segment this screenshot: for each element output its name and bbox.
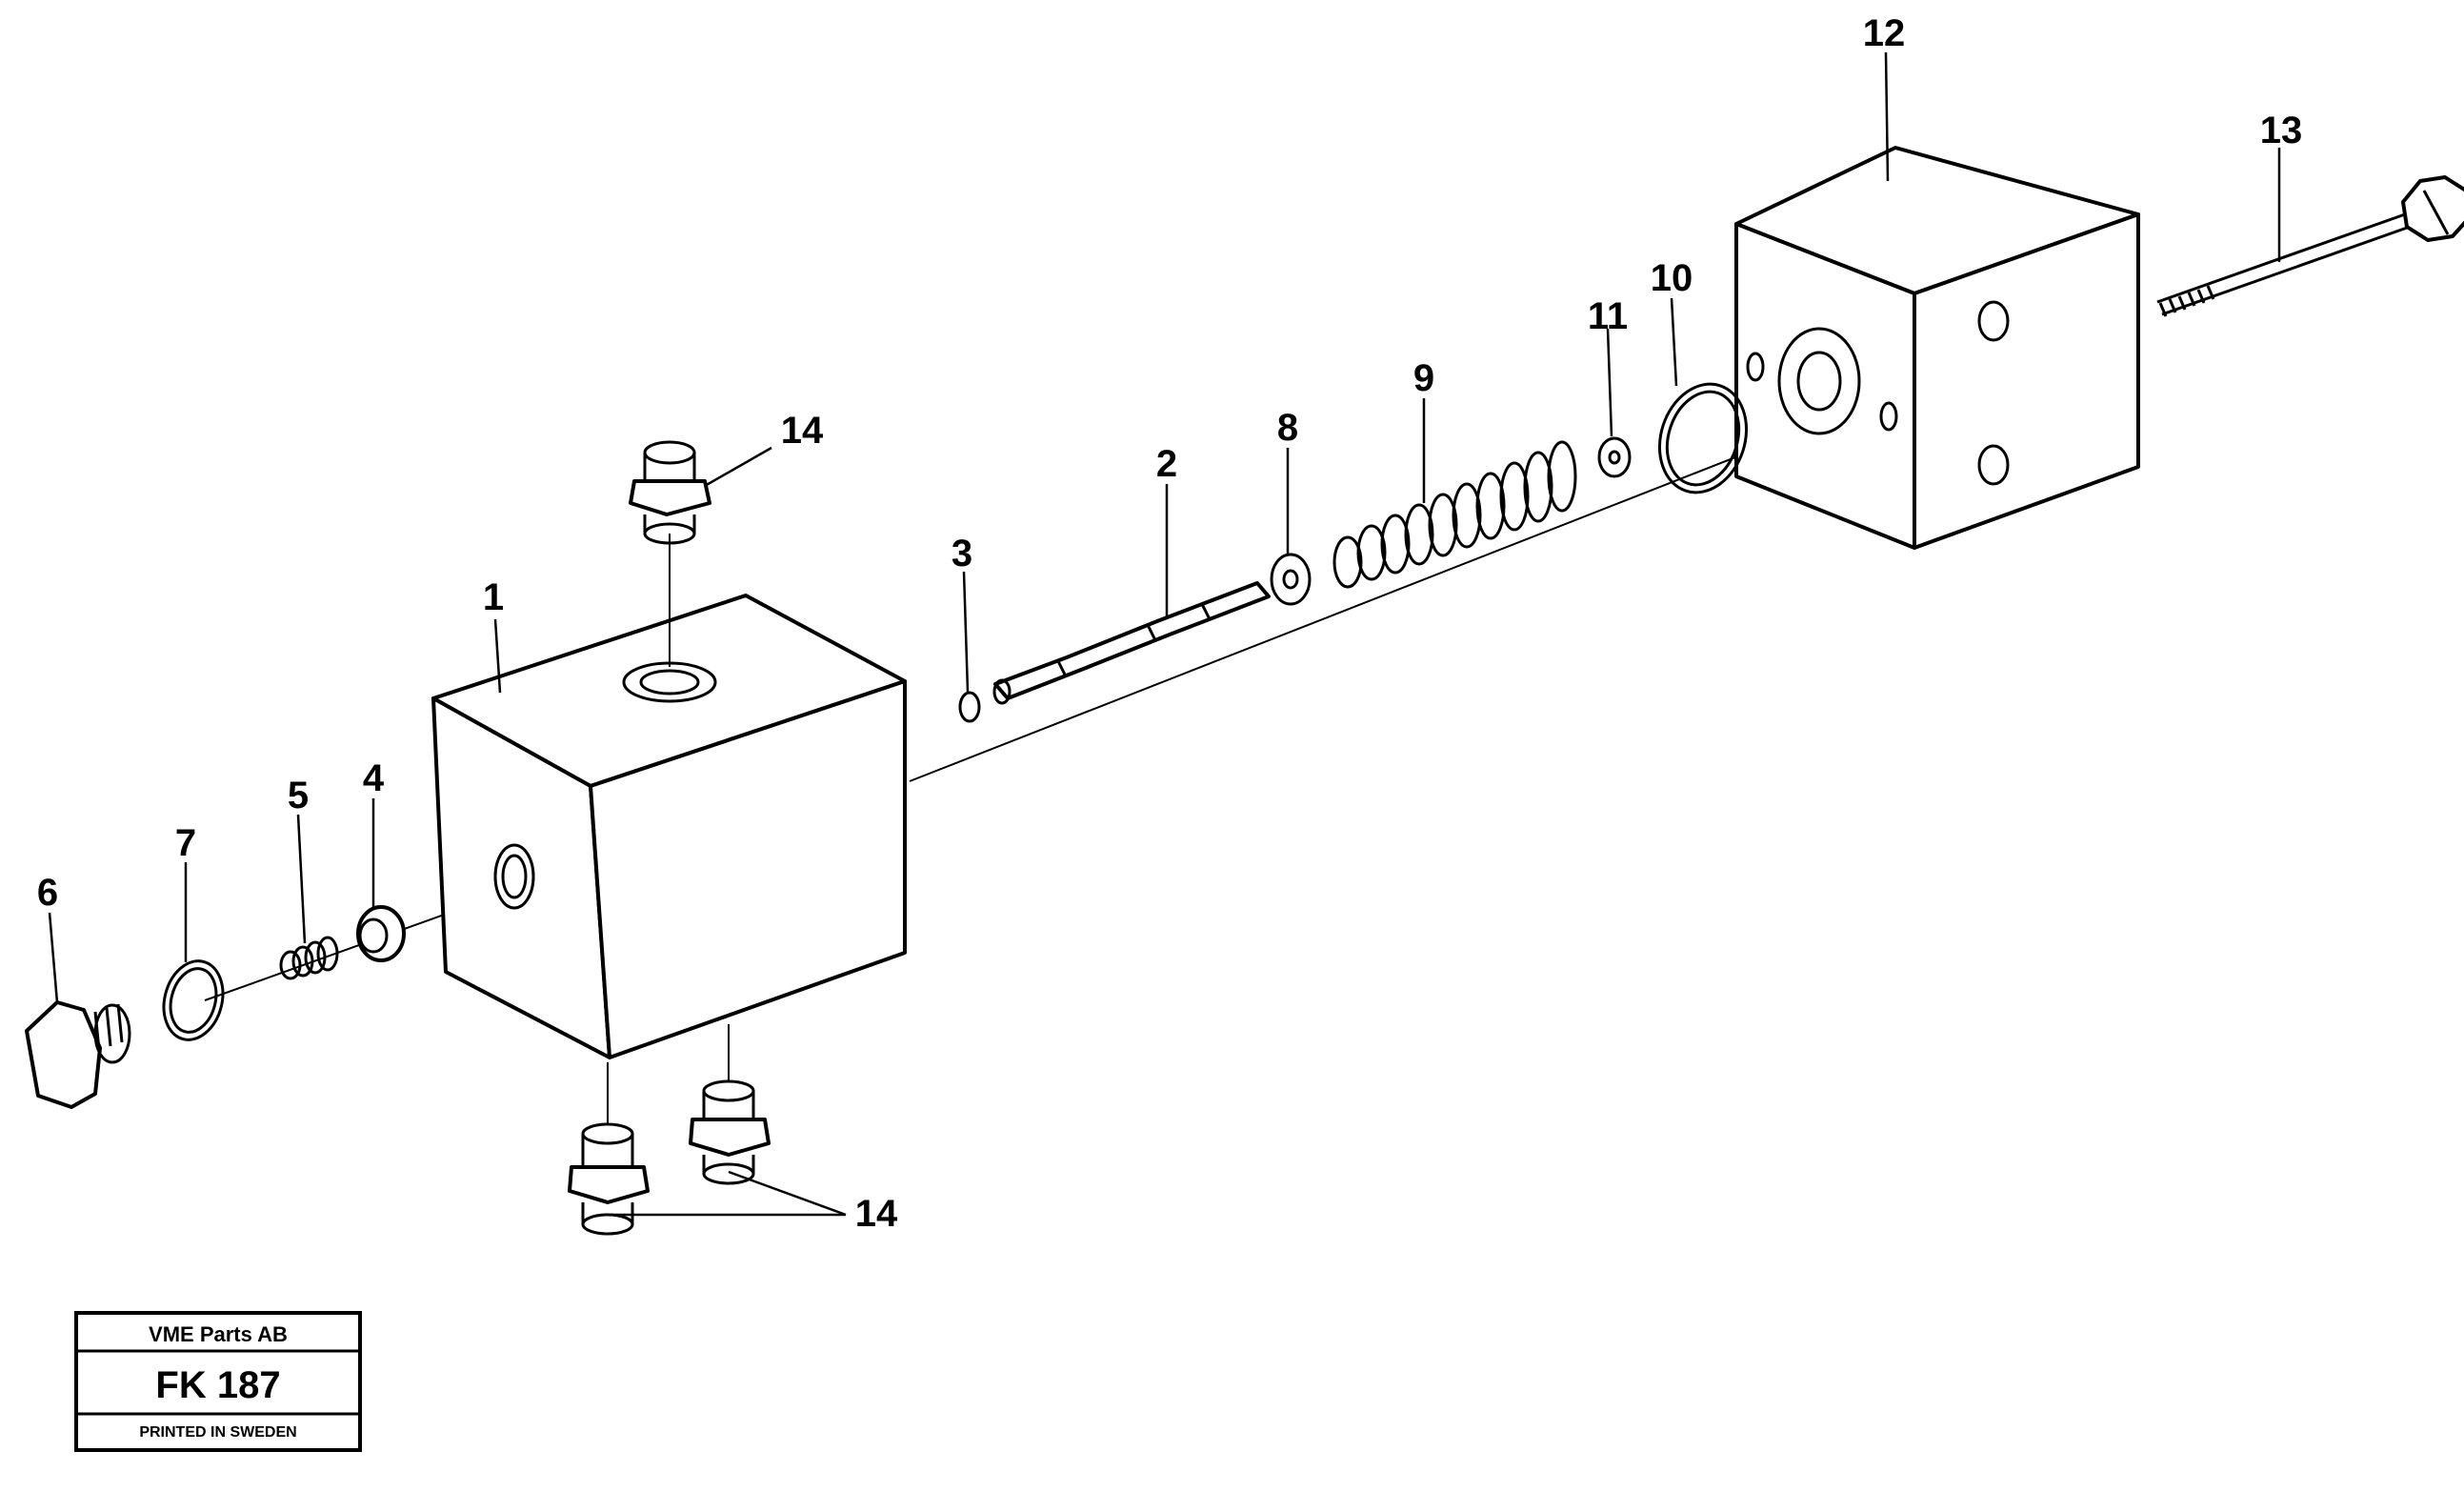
assembly-axis-main bbox=[909, 399, 1882, 782]
spring-part-5 bbox=[279, 936, 339, 980]
part-label-6: 6 bbox=[37, 872, 58, 914]
stamp-box: VME Parts AB FK 187 PRINTED IN SWEDEN bbox=[74, 1311, 362, 1452]
washer-part-11 bbox=[1597, 436, 1632, 478]
stamp-code: FK 187 bbox=[155, 1364, 280, 1406]
nipple-part-14-bottom-right bbox=[689, 1024, 771, 1185]
stamp-company: VME Parts AB bbox=[149, 1322, 288, 1346]
plug-part-6 bbox=[25, 1000, 131, 1109]
part-label-14-top: 14 bbox=[781, 410, 824, 452]
part-label-11: 11 bbox=[1588, 295, 1628, 337]
stamp-printed: PRINTED IN SWEDEN bbox=[139, 1424, 296, 1441]
part-label-8: 8 bbox=[1277, 407, 1298, 449]
part-label-7: 7 bbox=[175, 822, 196, 864]
part-label-14-bottom: 14 bbox=[855, 1193, 898, 1235]
part-label-2: 2 bbox=[1156, 443, 1177, 485]
part-label-10: 10 bbox=[1651, 257, 1693, 299]
part-label-4: 4 bbox=[363, 757, 385, 799]
part-label-13: 13 bbox=[2260, 110, 2303, 151]
valve-housing-part-12 bbox=[1734, 146, 2140, 550]
part-labels: 1 2 3 4 5 6 7 8 9 10 11 12 13 14 14 bbox=[37, 12, 2302, 1235]
spring-part-9 bbox=[1332, 440, 1577, 589]
part-label-9: 9 bbox=[1413, 357, 1434, 399]
nipple-part-14-top bbox=[629, 440, 711, 667]
washer-part-8 bbox=[1270, 553, 1312, 606]
bolt-part-13 bbox=[2156, 175, 2464, 317]
bush-part-4 bbox=[356, 905, 406, 962]
valve-spool-part-2 bbox=[992, 581, 1271, 705]
valve-housing-part-1 bbox=[431, 594, 907, 1059]
part-label-5: 5 bbox=[288, 775, 309, 817]
seal-ring-part-3 bbox=[958, 691, 981, 723]
part-label-12: 12 bbox=[1863, 12, 1906, 54]
o-ring-part-10 bbox=[1657, 382, 1749, 494]
leader-lines bbox=[48, 51, 2281, 1217]
part-label-1: 1 bbox=[483, 576, 504, 618]
nipple-part-14-bottom-left bbox=[568, 1062, 650, 1236]
part-label-3: 3 bbox=[952, 533, 972, 575]
o-ring-part-7 bbox=[162, 959, 225, 1041]
